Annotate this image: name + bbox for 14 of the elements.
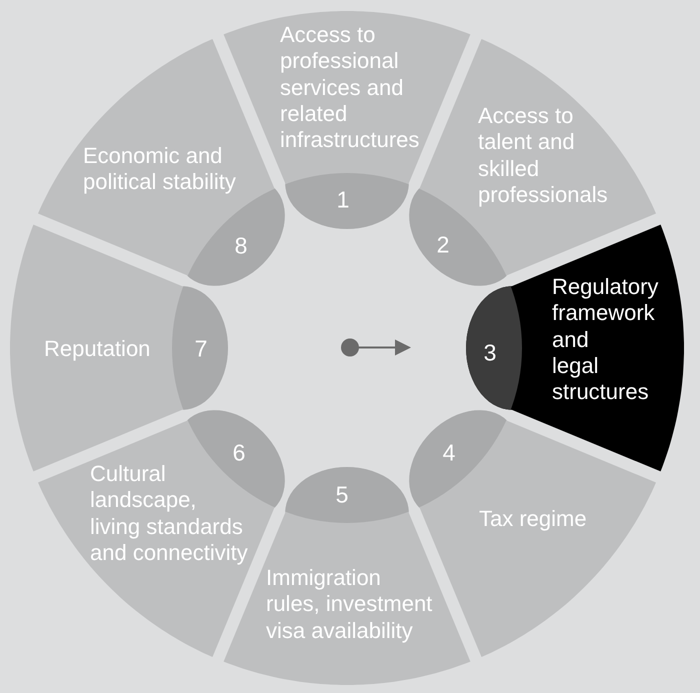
segment-number: 2 [436,234,450,256]
segment-number: 3 [484,342,496,364]
segment-number: 4 [442,442,456,464]
segment-label: Regulatory framework and legal structures [552,274,658,406]
segment-number: 8 [234,234,248,258]
segment-label: Immigration rules, investment visa availability [266,565,432,644]
segment-label: Economic and political stability [83,143,236,196]
segment-number: 5 [336,484,348,506]
segment-number: 7 [194,338,208,360]
segment-label: Access to professional services and related infrastructures [280,22,420,154]
segment-number: 1 [336,188,350,212]
segment-label: Access to talent and skilled professionals [478,103,608,208]
segment-label: Reputation [44,336,150,362]
segment-label: Tax regime [479,506,587,532]
